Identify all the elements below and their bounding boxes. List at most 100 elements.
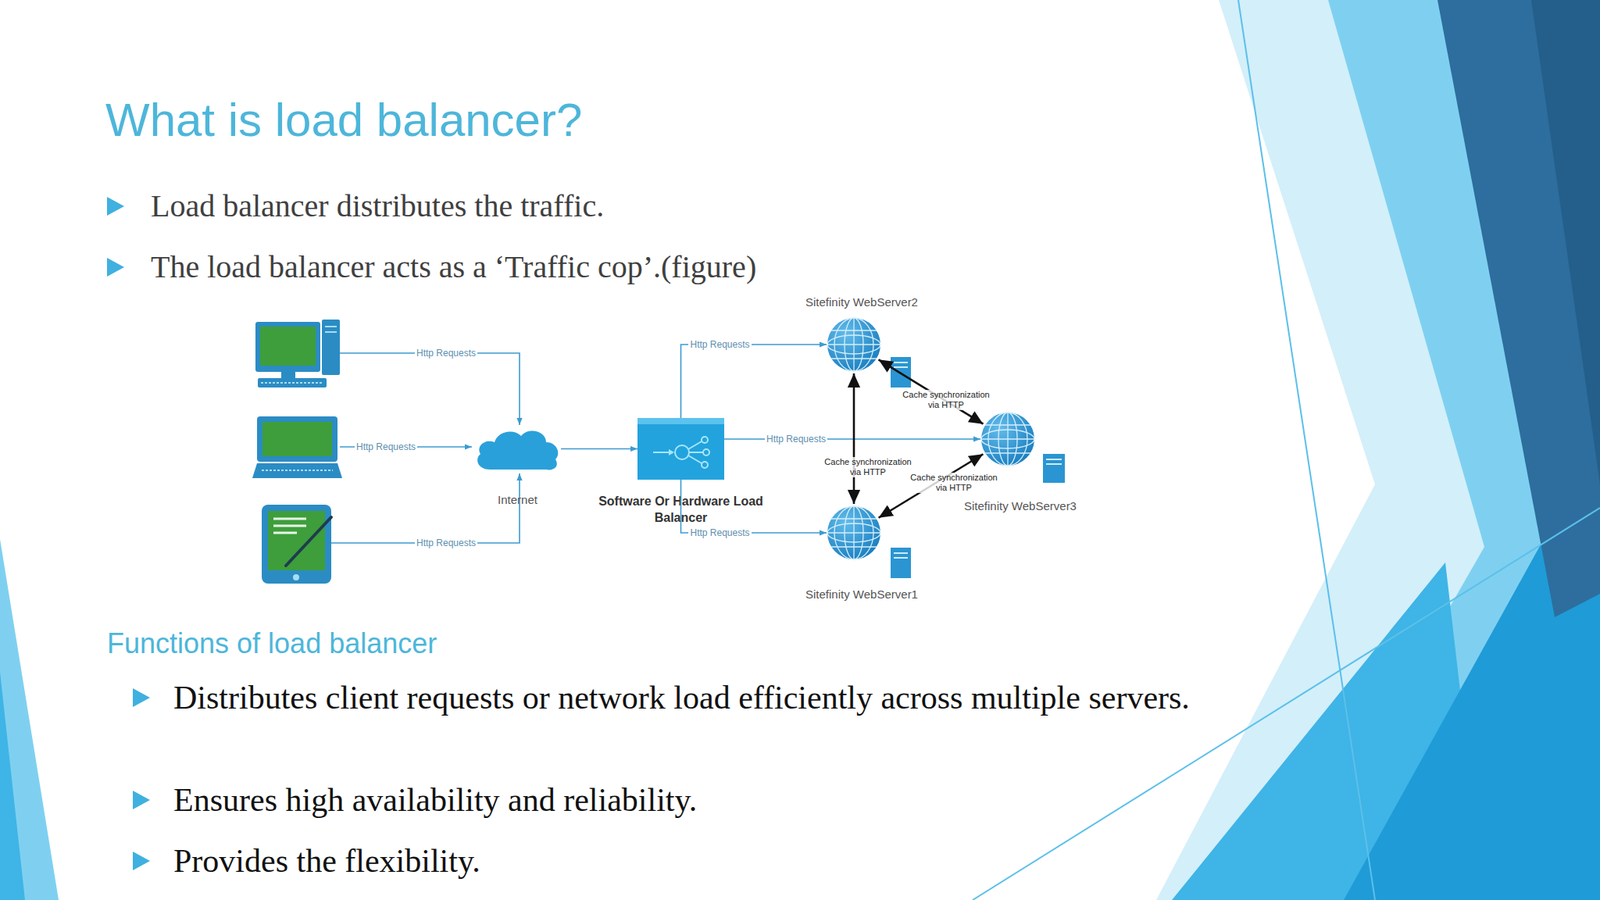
- request-connector: [681, 479, 828, 533]
- server-case: [1042, 453, 1065, 483]
- symbol-dot: [701, 436, 708, 443]
- symbol-arrow: [668, 449, 675, 456]
- web-server-globe-shape: [826, 317, 882, 372]
- node-label: Software Or Hardware Load Balancer: [586, 492, 775, 526]
- node-label: Sitefinity WebServer2: [779, 295, 944, 310]
- load-balancer-box-shape: [637, 417, 725, 480]
- deco-triangle: [1531, 0, 1600, 485]
- monitor-frame: [255, 321, 321, 372]
- symbol-line: [653, 451, 671, 454]
- request-wire: [331, 473, 520, 543]
- laptop-icon: [252, 416, 343, 479]
- web-server-globe-shape: [980, 411, 1036, 467]
- grid-line: [1007, 412, 1008, 466]
- sync-label: Cache synchronization via HTTP: [896, 389, 997, 411]
- section-heading: Functions of load balancer: [107, 626, 437, 661]
- request-connector: [560, 448, 638, 450]
- symbol-line: [688, 455, 702, 464]
- sync-label: Cache synchronization via HTTP: [903, 472, 1004, 493]
- server-slot: [893, 557, 908, 559]
- node-label: Sitefinity WebServer1: [779, 587, 944, 602]
- laptop-lid: [257, 416, 338, 462]
- server-case: [890, 547, 911, 579]
- sync-connector: [853, 373, 856, 504]
- server-icon: [890, 547, 911, 579]
- bullet-marker: [132, 851, 150, 871]
- globe-sphere: [827, 506, 881, 560]
- keyboard: [257, 378, 327, 388]
- wire-label: Http Requests: [414, 537, 478, 549]
- wire-label: Http Requests: [354, 441, 418, 453]
- globe-grid: [827, 317, 881, 372]
- bullet-marker: [107, 196, 125, 216]
- symbol-dot: [701, 461, 708, 468]
- web-server-globe: Sitefinity WebServer2: [826, 317, 882, 372]
- server-slot: [1046, 458, 1062, 461]
- request-connector: [724, 438, 981, 440]
- web-server-globe: Sitefinity WebServer1: [826, 505, 882, 561]
- server-slot: [893, 361, 908, 364]
- stylus: [285, 517, 332, 566]
- tablet-line: [273, 517, 307, 521]
- web-server-globe: Sitefinity WebServer3: [980, 411, 1036, 467]
- bullet-text: Load balancer distributes the traffic.: [150, 187, 1167, 225]
- symbol-line: [688, 441, 702, 450]
- cloud-shape: [477, 431, 558, 471]
- bullet-text: Ensures high availability and reliabilit…: [173, 778, 1221, 822]
- deco-triangle: [0, 671, 25, 900]
- deco-line: [1238, 0, 1375, 900]
- request-wire: [339, 353, 520, 425]
- server-icon: [1042, 453, 1065, 483]
- connector-label: Http Requests: [688, 527, 751, 539]
- server-slot: [893, 552, 908, 554]
- deco-triangle: [1437, 0, 1600, 618]
- tower-slot: [325, 325, 337, 328]
- globe-grid: [981, 412, 1035, 466]
- wire-label: Http Requests: [414, 347, 478, 359]
- keyboard-keys: [260, 382, 324, 384]
- pc-tower: [321, 319, 340, 375]
- bullet-marker: [107, 257, 125, 277]
- laptop-screen: [262, 421, 333, 457]
- connector-label: Http Requests: [688, 339, 751, 350]
- grid-line: [985, 425, 1031, 454]
- internet-cloud: Internet: [474, 426, 561, 472]
- tablet-icon: [261, 504, 332, 584]
- tablet-screen: [267, 510, 325, 571]
- laptop-keys: [261, 469, 333, 472]
- web-server-globe-shape: [826, 505, 882, 561]
- box-body: [637, 417, 725, 480]
- symbol-line: [689, 451, 704, 454]
- grid-line: [853, 506, 854, 560]
- server-slot: [1046, 463, 1062, 465]
- request-connector: [681, 344, 828, 418]
- desktop-icon: [255, 319, 340, 388]
- connector-label: Http Requests: [764, 433, 828, 445]
- globe-grid: [827, 506, 881, 560]
- sync-label: Cache synchronization via HTTP: [817, 457, 918, 478]
- tower-slot: [325, 331, 337, 333]
- server-icon: [890, 357, 911, 388]
- laptop-base: [252, 463, 343, 479]
- deco-triangle: [1156, 0, 1600, 900]
- tablet-button: [292, 574, 300, 581]
- bullet-text: The load balancer acts as a ‘Traffic cop…: [150, 248, 1167, 286]
- bullet-marker: [132, 688, 150, 708]
- tablet-line: [273, 525, 307, 528]
- deco-triangle: [0, 539, 59, 900]
- tablet-line: [273, 532, 297, 535]
- server-slot: [893, 366, 908, 368]
- bullet-text: Provides the flexibility.: [173, 839, 1221, 883]
- symbol-dot: [703, 449, 710, 456]
- bullet-text: Distributes client requests or network l…: [173, 676, 1221, 720]
- grid-line: [831, 518, 877, 547]
- bullet-marker: [132, 790, 150, 810]
- balancer-symbol: [653, 436, 710, 468]
- slide-title: What is load balancer?: [105, 92, 583, 149]
- load-balancer-box: Software Or Hardware Load Balancer: [637, 417, 725, 480]
- internet-cloud-shape: [474, 426, 561, 472]
- grid-line: [831, 330, 877, 359]
- grid-line: [853, 317, 854, 372]
